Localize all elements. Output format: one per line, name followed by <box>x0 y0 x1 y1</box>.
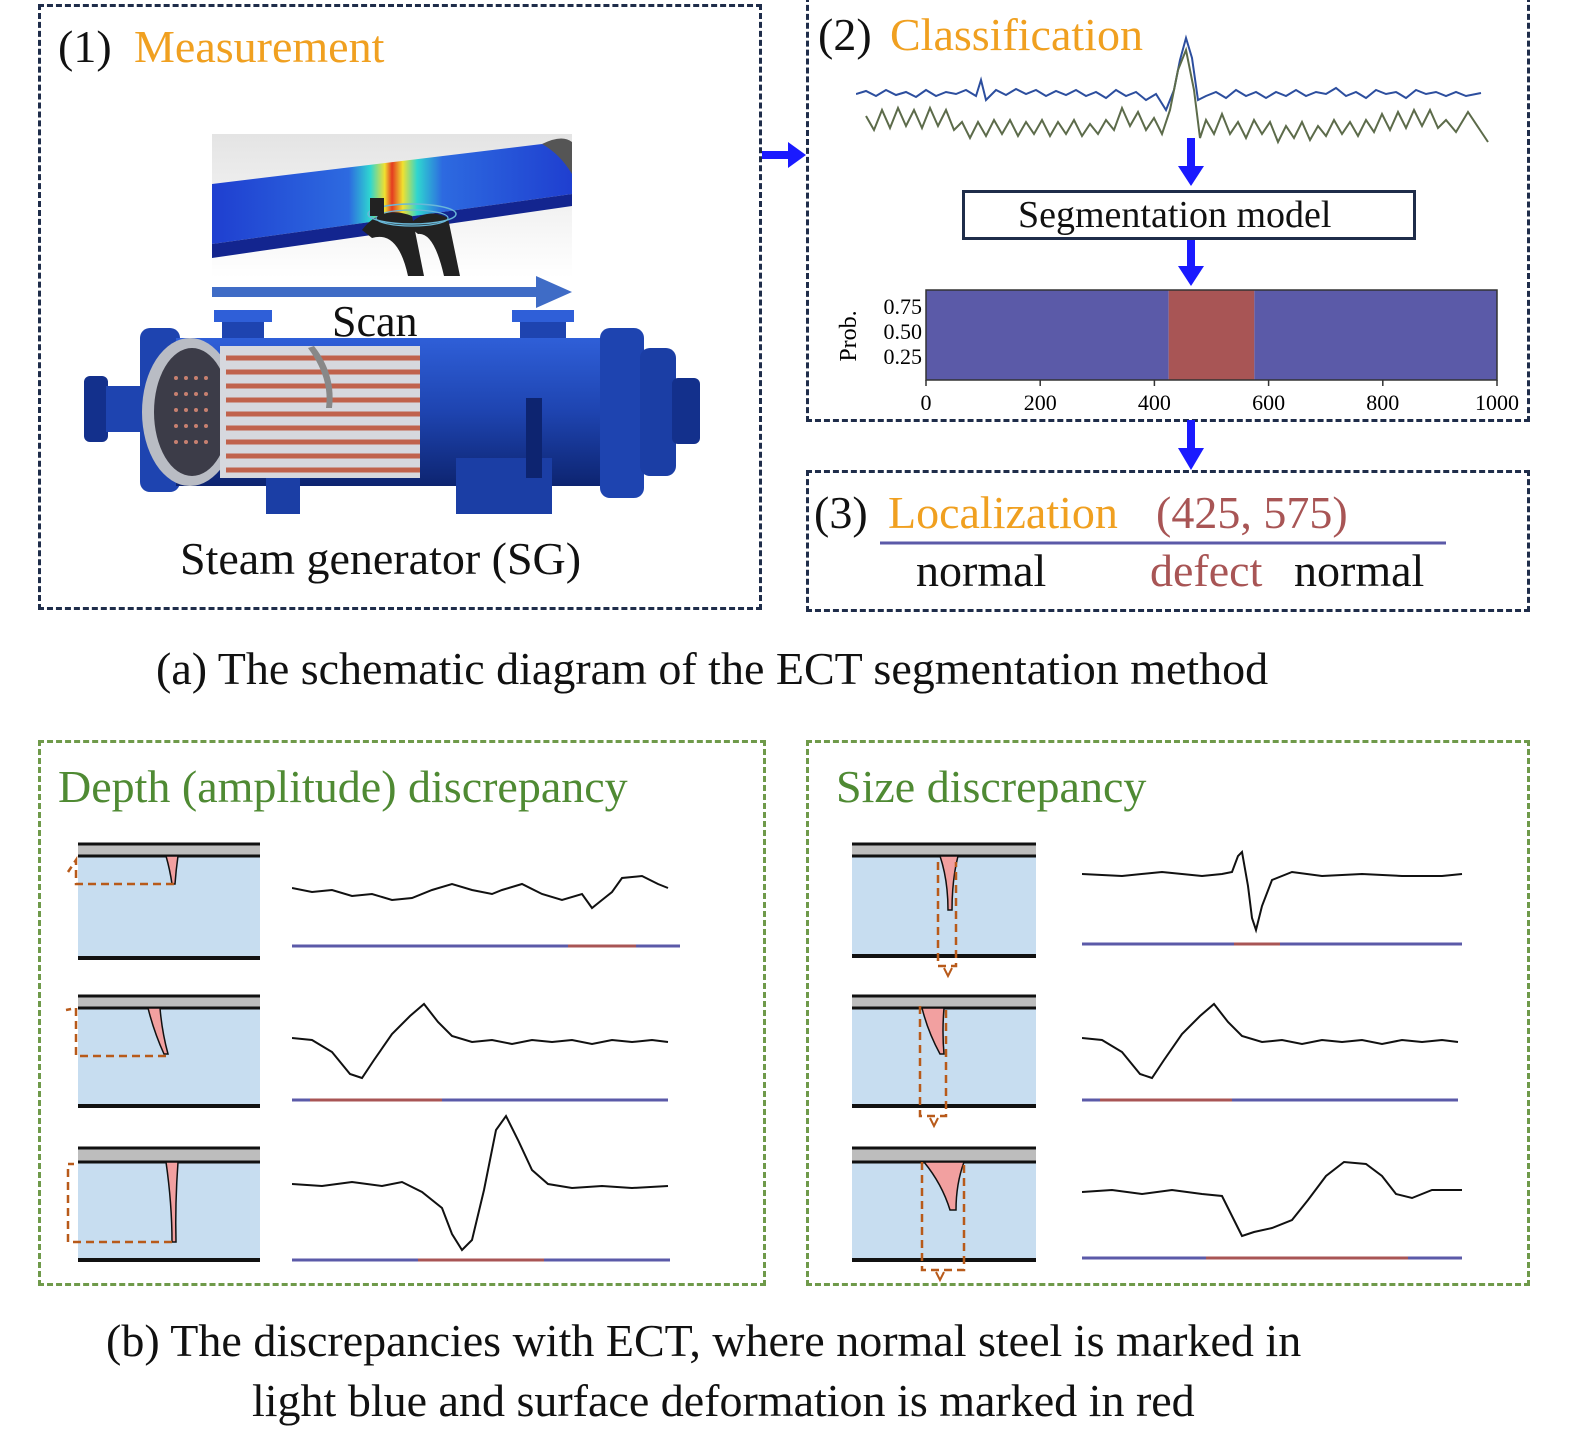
label-normal-right: normal <box>1294 545 1425 596</box>
size-signal-medium <box>1082 1002 1459 1102</box>
probability-segmentation-chart: Prob. 0.75 0.50 0.25 0 200 400 600 800 1000 <box>836 289 1519 415</box>
ect-signal-green <box>865 46 1489 145</box>
size-discrepancy-title: Size discrepancy <box>836 761 1147 812</box>
segment-defect-1 <box>1168 290 1255 380</box>
ect-signal-traces <box>856 34 1489 145</box>
measurement-number: (1) <box>58 21 112 72</box>
label-defect: defect <box>1150 545 1263 596</box>
size-steel-block-wide <box>852 1146 1036 1283</box>
localization-line <box>880 541 1446 545</box>
x-tick-label-0: 0 <box>921 390 932 415</box>
depth-steel-block-shallow <box>66 842 260 960</box>
x-tick-label-1000: 1000 <box>1475 390 1519 415</box>
localization-panel <box>806 470 1530 612</box>
y-axis-label: Prob. <box>836 310 862 361</box>
depth-steel-block-medium <box>65 994 260 1108</box>
flow-arrow-to-model <box>1178 138 1204 186</box>
classification-number: (2) <box>818 9 872 60</box>
y-tick-075: 0.75 <box>884 294 923 319</box>
y-tick-050: 0.50 <box>884 319 923 344</box>
flow-arrow-to-localization <box>1178 420 1204 470</box>
steam-generator-image <box>84 310 700 514</box>
size-discrepancy-panel <box>806 740 1530 1286</box>
x-tick-label-600: 600 <box>1252 390 1285 415</box>
caption-b-line2: light blue and surface deformation is ma… <box>252 1375 1195 1426</box>
size-signal-narrow <box>1082 849 1463 946</box>
caption-b-line1: (b) The discrepancies with ECT, where no… <box>106 1315 1302 1366</box>
measurement-panel <box>38 4 762 610</box>
depth-steel-block-deep <box>66 1146 260 1262</box>
segmentation-model-box <box>962 190 1416 240</box>
depth-discrepancy-title: Depth (amplitude) discrepancy <box>58 761 628 812</box>
classification-panel <box>806 0 1530 422</box>
flow-arrow-to-prob-chart <box>1178 240 1204 286</box>
x-tick-label-200: 200 <box>1024 390 1057 415</box>
segmentation-model-label: Segmentation model <box>1018 194 1332 236</box>
segment-normal-2 <box>1254 290 1497 380</box>
localization-title: Localization <box>888 487 1118 538</box>
caption-a: (a) The schematic diagram of the ECT seg… <box>156 643 1269 694</box>
classification-title: Classification <box>890 9 1143 60</box>
label-normal-left: normal <box>916 545 1047 596</box>
y-tick-025: 0.25 <box>884 344 923 369</box>
depth-signal-medium <box>292 1002 669 1102</box>
scan-label: Scan <box>332 297 418 346</box>
flow-arrow-to-classification <box>762 142 806 168</box>
localization-range: (425, 575) <box>1156 487 1348 538</box>
pipe-scan-closeup-image <box>212 134 572 278</box>
ect-signal-blue <box>856 34 1482 113</box>
size-steel-block-narrow <box>852 842 1036 979</box>
steam-generator-caption: Steam generator (SG) <box>180 533 582 584</box>
measurement-title: Measurement <box>134 21 385 72</box>
scan-arrow <box>212 276 572 308</box>
x-tick-label-800: 800 <box>1366 390 1399 415</box>
depth-discrepancy-panel <box>38 740 766 1286</box>
depth-signal-deep <box>292 1114 670 1262</box>
size-steel-block-medium <box>852 994 1036 1129</box>
segment-normal-0 <box>926 290 1169 380</box>
size-signal-wide <box>1082 1160 1462 1260</box>
x-tick-label-400: 400 <box>1138 390 1171 415</box>
localization-number: (3) <box>814 487 868 538</box>
depth-signal-shallow <box>292 874 680 948</box>
